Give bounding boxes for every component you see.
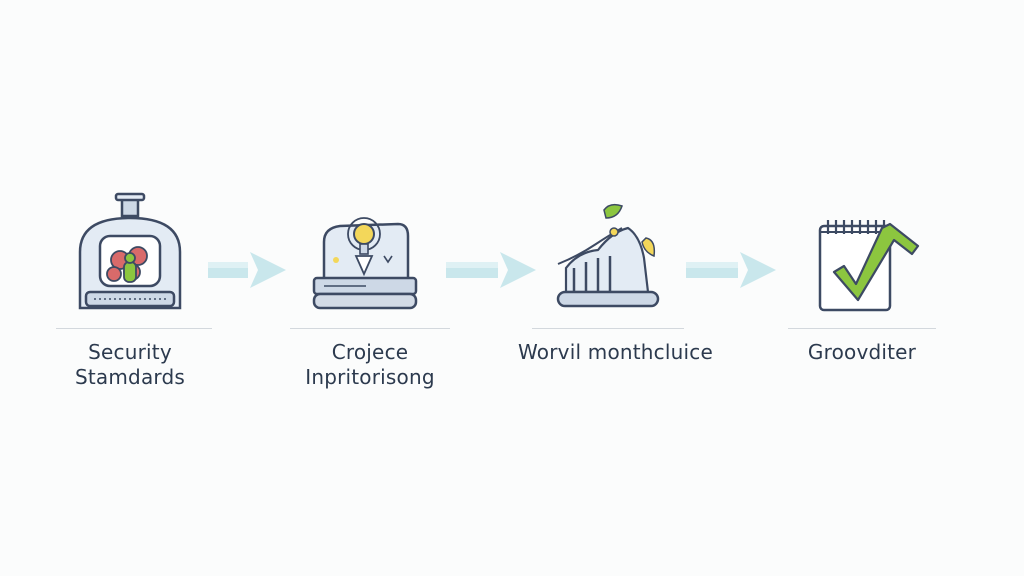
step-divider (532, 328, 684, 329)
growth-chart-icon (556, 203, 660, 308)
step-growth: Worvil monthcluice (518, 180, 713, 400)
step-security-standards: Security Stamdards (40, 180, 220, 400)
step-label: Crojece Inpritorisong (280, 340, 460, 390)
step-label-line: Stamdards (74, 365, 185, 389)
step-label-line: Inpritorisong (305, 365, 435, 389)
right-arrow-icon (208, 252, 286, 288)
laptop-idea-icon (312, 217, 418, 310)
step-label: Groovditer (772, 340, 952, 365)
step-divider (56, 328, 212, 329)
step-label-line: Crojece (331, 340, 409, 364)
step-divider (290, 328, 450, 329)
step-label: Security Stamdards (40, 340, 220, 390)
step-label-line: Groovditer (807, 340, 917, 364)
right-arrow-icon (686, 252, 776, 288)
lock-machine-icon (78, 192, 182, 310)
step-label-line: Worvil monthcluice (518, 340, 713, 364)
checklist-icon (818, 220, 920, 312)
step-label: Worvil monthcluice (518, 340, 713, 365)
step-project-inspiration: Crojece Inpritorisong (280, 180, 460, 400)
right-arrow-icon (446, 252, 536, 288)
step-label-line: Security (88, 340, 172, 364)
step-divider (788, 328, 936, 329)
step-good-editor: Groovditer (772, 180, 952, 400)
